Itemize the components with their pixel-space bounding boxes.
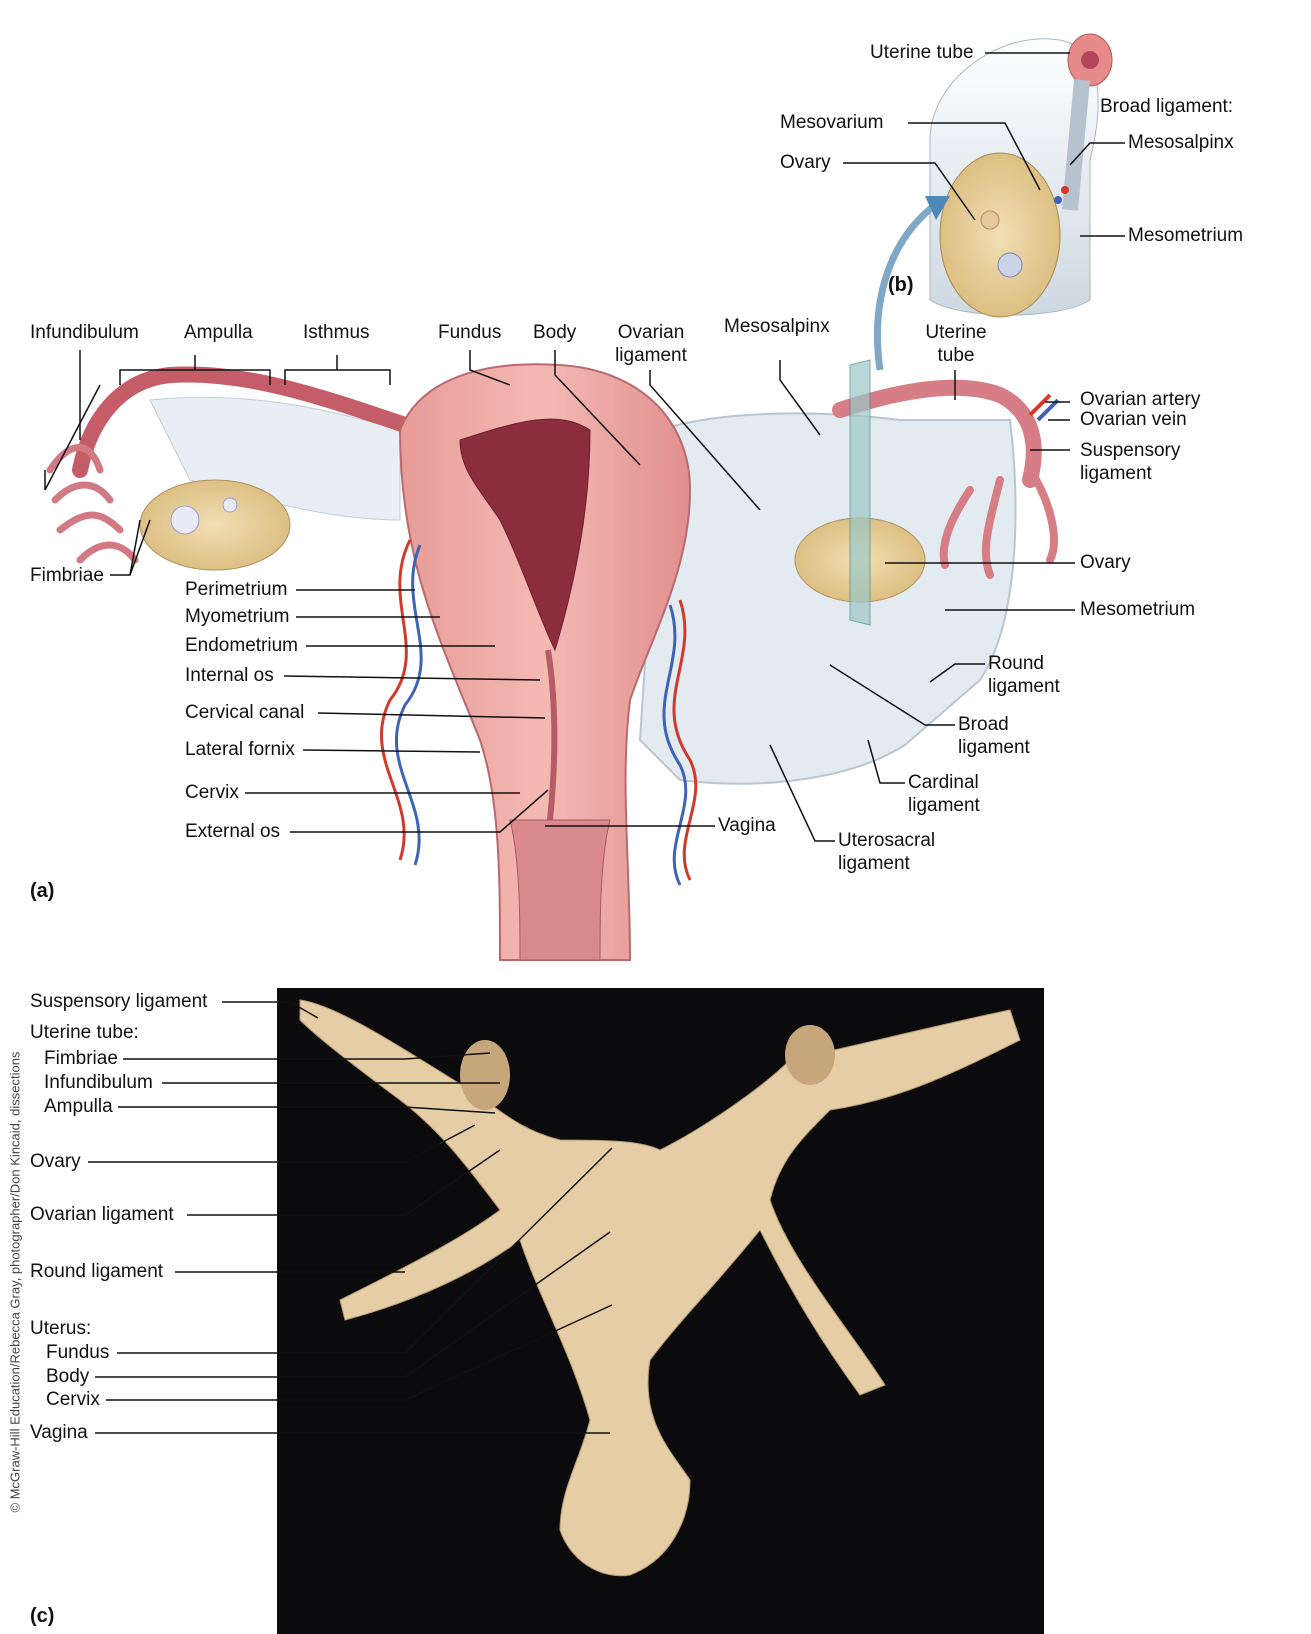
label-endometrium: Endometrium xyxy=(185,635,298,657)
specimen-photo xyxy=(277,988,1044,1634)
label-vagina-a: Vagina xyxy=(718,815,776,837)
inset-b-drawing xyxy=(930,34,1112,317)
label-broad-line2: ligament xyxy=(958,737,1030,759)
label-body-c: Body xyxy=(46,1366,89,1388)
label-suspensory-line2: ligament xyxy=(1080,463,1152,485)
label-cervical-canal: Cervical canal xyxy=(185,702,304,724)
label-internal-os: Internal os xyxy=(185,665,274,687)
label-mesovarium: Mesovarium xyxy=(780,112,883,134)
label-broad-line1: Broad xyxy=(958,714,1009,736)
label-ovarian-vein: Ovarian vein xyxy=(1080,409,1187,431)
label-uterine-tube-b: Uterine tube xyxy=(870,42,974,64)
label-uterosacral-line2: ligament xyxy=(838,853,910,875)
label-cardinal-line1: Cardinal xyxy=(908,772,979,794)
label-ovary-a: Ovary xyxy=(1080,552,1131,574)
label-body: Body xyxy=(533,322,576,344)
label-ovary-c: Ovary xyxy=(30,1151,81,1173)
label-uterus-c: Uterus: xyxy=(30,1318,91,1340)
label-uterine-tube-line2: tube xyxy=(938,345,975,367)
photo-credit: © McGraw-Hill Education/Rebecca Gray, ph… xyxy=(8,993,23,1513)
label-ovarian-ligament-line1: Ovarian xyxy=(618,322,685,344)
panel-label-c: (c) xyxy=(30,1605,54,1628)
label-uterosacral-line1: Uterosacral xyxy=(838,830,935,852)
label-ampulla-c: Ampulla xyxy=(44,1096,113,1118)
label-infundibulum: Infundibulum xyxy=(30,322,139,344)
label-round-line2: ligament xyxy=(988,676,1060,698)
label-ampulla: Ampulla xyxy=(184,322,253,344)
label-ovary-b: Ovary xyxy=(780,152,831,174)
panel-label-b: (b) xyxy=(888,274,914,297)
label-fimbriae-a: Fimbriae xyxy=(30,565,104,587)
label-cardinal-line2: ligament xyxy=(908,795,980,817)
label-lateral-fornix: Lateral fornix xyxy=(185,739,295,761)
label-ovarian-ligament-line2: ligament xyxy=(615,345,687,367)
label-mesosalpinx-b: Mesosalpinx xyxy=(1128,132,1234,154)
label-infundibulum-c: Infundibulum xyxy=(44,1072,153,1094)
label-fimbriae-c: Fimbriae xyxy=(44,1048,118,1070)
label-uterine-tube-c: Uterine tube: xyxy=(30,1022,139,1044)
label-cervix-c: Cervix xyxy=(46,1389,100,1411)
label-myometrium: Myometrium xyxy=(185,606,290,628)
label-isthmus: Isthmus xyxy=(303,322,370,344)
panel-label-a: (a) xyxy=(30,880,54,903)
label-mesosalpinx-a: Mesosalpinx xyxy=(724,316,830,338)
label-broad-ligament-b: Broad ligament: xyxy=(1100,96,1233,118)
label-suspensory-line1: Suspensory xyxy=(1080,440,1180,462)
label-round-line1: Round xyxy=(988,653,1044,675)
label-fundus-c: Fundus xyxy=(46,1342,109,1364)
label-uterine-tube-line1: Uterine xyxy=(925,322,986,344)
label-perimetrium: Perimetrium xyxy=(185,579,287,601)
label-cervix-a: Cervix xyxy=(185,782,239,804)
label-external-os: External os xyxy=(185,821,280,843)
label-mesometrium-a: Mesometrium xyxy=(1080,599,1195,621)
label-round-ligament-c: Round ligament xyxy=(30,1261,163,1283)
label-suspensory-c: Suspensory ligament xyxy=(30,991,207,1013)
label-mesometrium-b: Mesometrium xyxy=(1128,225,1243,247)
label-vagina-c: Vagina xyxy=(30,1422,88,1444)
label-fundus: Fundus xyxy=(438,322,501,344)
label-ovarian-ligament-c: Ovarian ligament xyxy=(30,1204,174,1226)
label-ovarian-artery: Ovarian artery xyxy=(1080,389,1200,411)
